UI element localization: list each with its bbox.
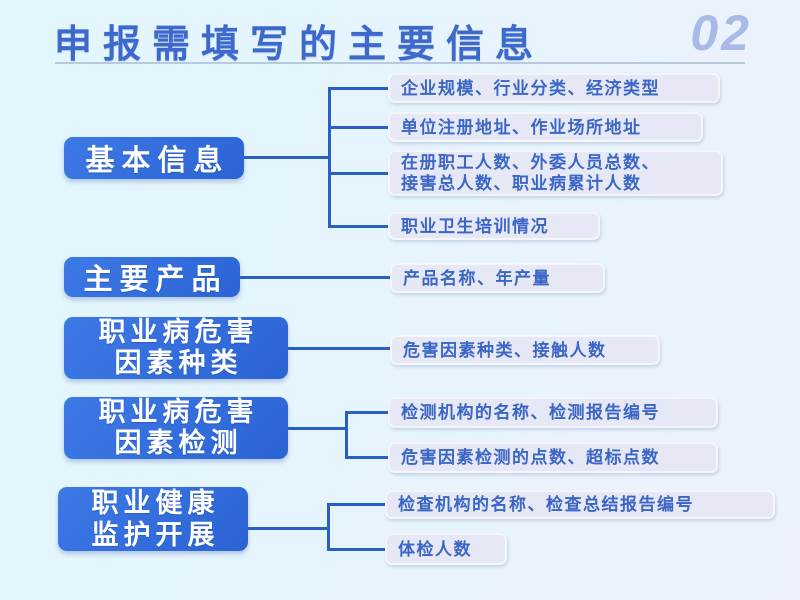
connector-line xyxy=(328,225,388,228)
connector-line xyxy=(327,548,385,551)
connector-line xyxy=(328,172,388,175)
connector-line xyxy=(345,411,348,459)
leaf-item: 检测机构的名称、检测报告编号 xyxy=(388,397,718,428)
node-basic-info: 基本信息 xyxy=(64,137,244,179)
connector-line xyxy=(345,456,388,459)
leaf-item: 危害因素检测的点数、超标点数 xyxy=(388,442,718,473)
connector-line xyxy=(328,87,331,228)
leaf-item: 体检人数 xyxy=(385,533,507,565)
leaf-item: 职业卫生培训情况 xyxy=(388,212,600,240)
leaf-item: 在册职工人数、外委人员总数、 接害总人数、职业病累计人数 xyxy=(388,150,723,196)
leaf-item: 检查机构的名称、检查总结报告编号 xyxy=(385,490,775,519)
node-hazard-factor-detection: 职业病危害 因素检测 xyxy=(64,397,288,459)
connector-line xyxy=(328,126,388,129)
node-hazard-factor-types: 职业病危害 因素种类 xyxy=(64,317,288,379)
connector-line xyxy=(244,156,330,159)
title-divider xyxy=(55,62,745,64)
page-title: 申报需填写的主要信息 xyxy=(54,24,545,66)
connector-line xyxy=(288,427,348,430)
connector-line xyxy=(327,503,385,506)
leaf-item: 单位注册地址、作业场所地址 xyxy=(388,112,703,142)
connector-line xyxy=(240,276,390,279)
connector-line xyxy=(288,347,390,350)
connector-line xyxy=(327,503,330,551)
connector-line xyxy=(248,527,330,530)
node-health-surveillance: 职业健康 监护开展 xyxy=(58,487,248,551)
connector-line xyxy=(328,87,388,90)
leaf-item: 企业规模、行业分类、经济类型 xyxy=(388,73,720,103)
leaf-item: 产品名称、年产量 xyxy=(390,263,605,293)
node-main-products: 主要产品 xyxy=(64,257,240,297)
connector-line xyxy=(345,411,388,414)
page-number: 02 xyxy=(690,5,752,61)
leaf-item: 危害因素种类、接触人数 xyxy=(390,335,660,365)
